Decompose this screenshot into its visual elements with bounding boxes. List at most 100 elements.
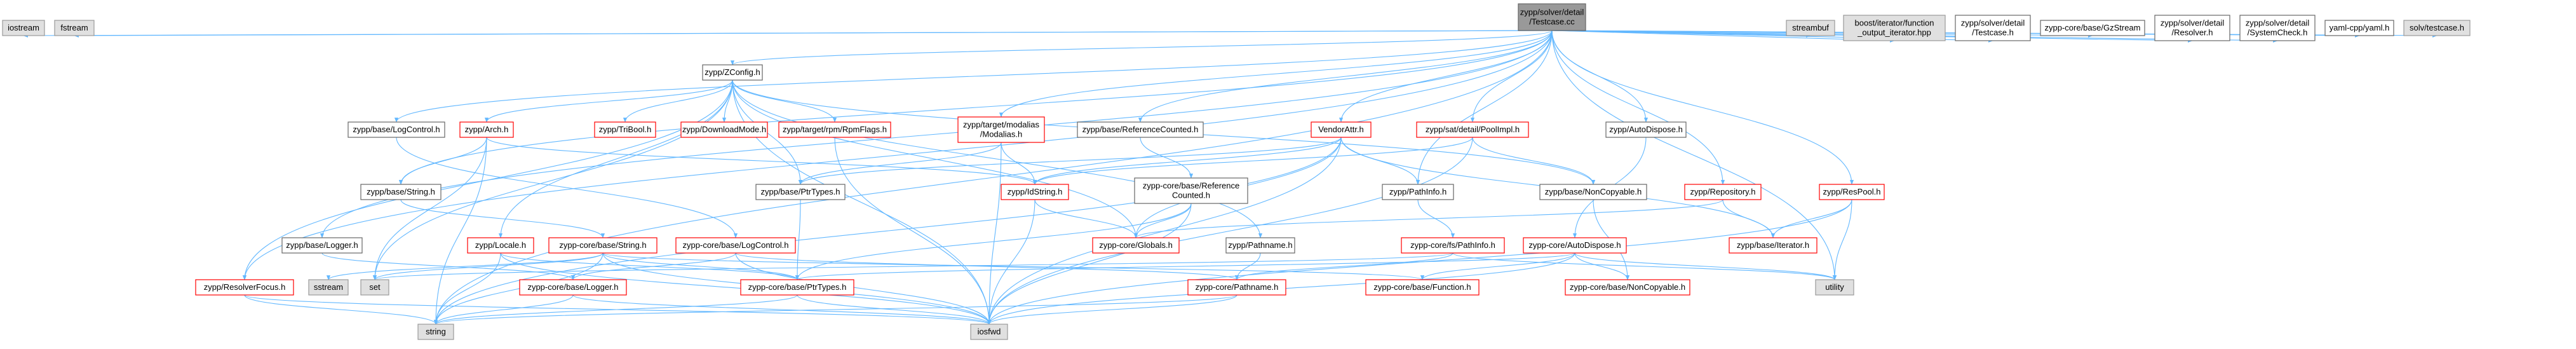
header-node-iosfwd: iosfwd xyxy=(970,324,1008,340)
header-node-baseptr[interactable]: zypp/base/PtrTypes.h xyxy=(755,184,846,200)
header-node-coreautodispose[interactable]: zypp-core/AutoDispose.h xyxy=(1523,237,1627,254)
header-node-arch[interactable]: zypp/Arch.h xyxy=(459,121,514,138)
header-node-dlmode[interactable]: zypp/DownloadMode.h xyxy=(680,121,768,138)
edge-poolimpl-to-iosfwd xyxy=(987,137,1473,325)
header-node-iostream: iostream xyxy=(2,20,45,36)
header-node-basestring[interactable]: zypp/base/String.h xyxy=(360,184,442,200)
edge-idstring-to-coreglobals xyxy=(1034,199,1138,238)
node-box xyxy=(2403,20,2471,36)
node-box xyxy=(1077,121,1204,138)
header-node-poolimpl[interactable]: zypp/sat/detail/PoolImpl.h xyxy=(1416,121,1529,138)
header-node-corefunction[interactable]: zypp-core/base/Function.h xyxy=(1365,279,1480,296)
edge-respool-to-baseiter xyxy=(1770,199,1852,238)
edge-corepathname-to-string xyxy=(434,294,1237,325)
header-node-tribool[interactable]: zypp/TriBool.h xyxy=(594,121,656,138)
edge-repository-to-baseiter xyxy=(1722,199,1776,238)
node-label: sstream xyxy=(314,282,343,292)
header-node-sstream: sstream xyxy=(308,279,349,296)
node-label: zypp/Locale.h xyxy=(475,240,526,250)
node-box xyxy=(680,121,768,138)
header-node-baselogger[interactable]: zypp/base/Logger.h xyxy=(281,237,363,254)
header-node-baseiter[interactable]: zypp/base/Iterator.h xyxy=(1729,237,1817,254)
edge-root-to-logctrl xyxy=(394,30,1553,123)
header-node-refcounted[interactable]: zypp/base/ReferenceCounted.h xyxy=(1077,121,1204,138)
node-box xyxy=(1382,184,1454,200)
node-label: /Testcase.h xyxy=(1972,28,2014,38)
edge-coreautodispose-to-corenoncopy xyxy=(1574,252,1630,280)
header-node-corestring[interactable]: zypp-core/base/String.h xyxy=(548,237,657,254)
edge-arch-to-idstring xyxy=(486,137,1037,185)
node-box xyxy=(1416,121,1529,138)
header-node-respool[interactable]: zypp/ResPool.h xyxy=(1819,184,1885,200)
header-node-gzstream[interactable]: zypp-core/base/GzStream xyxy=(2040,20,2145,36)
header-node-logctrl[interactable]: zypp/base/LogControl.h xyxy=(347,121,445,138)
node-box xyxy=(360,184,442,200)
edge-coreautodispose-to-utility xyxy=(1574,252,1837,280)
node-box xyxy=(1523,237,1627,254)
edge-zconfig-to-arch xyxy=(485,79,733,123)
node-label: zypp/base/String.h xyxy=(367,187,435,196)
edge-vendorattr-to-idstring xyxy=(1033,137,1342,185)
node-label: /SystemCheck.h xyxy=(2248,28,2308,38)
node-box xyxy=(1786,20,1835,36)
header-node-noncopyh[interactable]: zypp/base/NonCopyable.h xyxy=(1539,184,1647,200)
header-node-pathinfoh[interactable]: zypp/PathInfo.h xyxy=(1382,184,1454,200)
edge-modalias-to-iosfwd xyxy=(987,142,1002,325)
header-node-boostiter: boost/iterator/function_output_iterator.… xyxy=(1843,15,1946,41)
node-label: zypp-core/base/Reference xyxy=(1143,181,1239,191)
header-node-fspathinfo[interactable]: zypp-core/fs/PathInfo.h xyxy=(1401,237,1505,254)
header-node-vendorattr[interactable]: VendorAttr.h xyxy=(1311,121,1372,138)
node-label: zypp/base/ReferenceCounted.h xyxy=(1082,125,1199,134)
header-node-corelogger[interactable]: zypp-core/base/Logger.h xyxy=(519,279,627,296)
header-node-corelogctrl[interactable]: zypp-core/base/LogControl.h xyxy=(675,237,796,254)
header-node-coreptr[interactable]: zypp-core/base/PtrTypes.h xyxy=(740,279,854,296)
edge-resolverfocus-to-string xyxy=(244,294,438,325)
edge-fspathinfo-to-set xyxy=(373,252,1453,280)
header-node-coreglobals[interactable]: zypp-core/Globals.h xyxy=(1092,237,1180,254)
edge-root-to-refcounted xyxy=(1138,30,1553,123)
header-node-modalias[interactable]: zypp/target/modalias/Modalias.h xyxy=(957,116,1045,143)
header-node-idstring[interactable]: zypp/IdString.h xyxy=(1001,184,1069,200)
node-box xyxy=(2324,20,2394,36)
header-node-corenoncopy[interactable]: zypp-core/base/NonCopyable.h xyxy=(1565,279,1690,296)
node-label: zypp/target/modalias xyxy=(963,120,1039,130)
header-node-pathname[interactable]: zypp/Pathname.h xyxy=(1225,237,1295,254)
node-label: VendorAttr.h xyxy=(1318,125,1364,134)
header-node-zconfig[interactable]: zypp/ZConfig.h xyxy=(702,64,763,81)
node-label: zypp-core/base/String.h xyxy=(559,240,646,250)
header-node-resolverfocus[interactable]: zypp/ResolverFocus.h xyxy=(195,279,294,296)
edge-zconfig-to-rpmflags xyxy=(732,79,837,123)
node-label: zypp/base/Logger.h xyxy=(286,240,358,250)
node-box xyxy=(195,279,294,296)
edge-root-to-pathinfoh xyxy=(1415,30,1553,185)
header-node-rpmflags[interactable]: zypp/target/rpm/RpmFlags.h xyxy=(778,121,891,138)
header-node-corepathname[interactable]: zypp-core/Pathname.h xyxy=(1187,279,1286,296)
edge-root-to-fstream xyxy=(74,30,1553,38)
node-box xyxy=(1401,237,1505,254)
node-box xyxy=(54,20,95,36)
node-box xyxy=(1365,279,1480,296)
node-box xyxy=(308,279,349,296)
header-node-resolverh[interactable]: zypp/solver/detail/Resolver.h xyxy=(2154,15,2230,41)
node-box xyxy=(957,116,1045,143)
header-node-repository[interactable]: zypp/Repository.h xyxy=(1684,184,1762,200)
edge-corestring-to-sstream xyxy=(327,252,604,280)
header-node-root[interactable]: zypp/solver/detail/Testcase.cc xyxy=(1518,3,1586,31)
node-label: set xyxy=(369,282,381,292)
node-label: zypp/TriBool.h xyxy=(599,125,652,134)
node-label: zypp/base/NonCopyable.h xyxy=(1545,187,1642,196)
edge-corepathname-to-iosfwd xyxy=(987,294,1237,325)
header-node-syscheck[interactable]: zypp/solver/detail/SystemCheck.h xyxy=(2239,15,2316,41)
node-label: zypp/Arch.h xyxy=(465,125,509,134)
header-node-autodisposeh[interactable]: zypp/AutoDispose.h xyxy=(1605,121,1687,138)
node-label: zypp/sat/detail/PoolImpl.h xyxy=(1426,125,1520,134)
node-box xyxy=(2239,15,2316,41)
node-label: zypp/ZConfig.h xyxy=(705,67,760,77)
header-node-testcaseh[interactable]: zypp/solver/detail/Testcase.h xyxy=(1955,15,2031,41)
edge-modalias-to-baseptr xyxy=(798,142,1002,185)
header-node-locale[interactable]: zypp/Locale.h xyxy=(467,237,534,254)
node-box xyxy=(1001,184,1069,200)
header-node-corerefcounted[interactable]: zypp-core/base/ReferenceCounted.h xyxy=(1134,177,1248,204)
header-node-yaml[interactable]: yaml-cpp/yaml.h xyxy=(2324,20,2394,36)
header-node-fstream: fstream xyxy=(54,20,95,36)
